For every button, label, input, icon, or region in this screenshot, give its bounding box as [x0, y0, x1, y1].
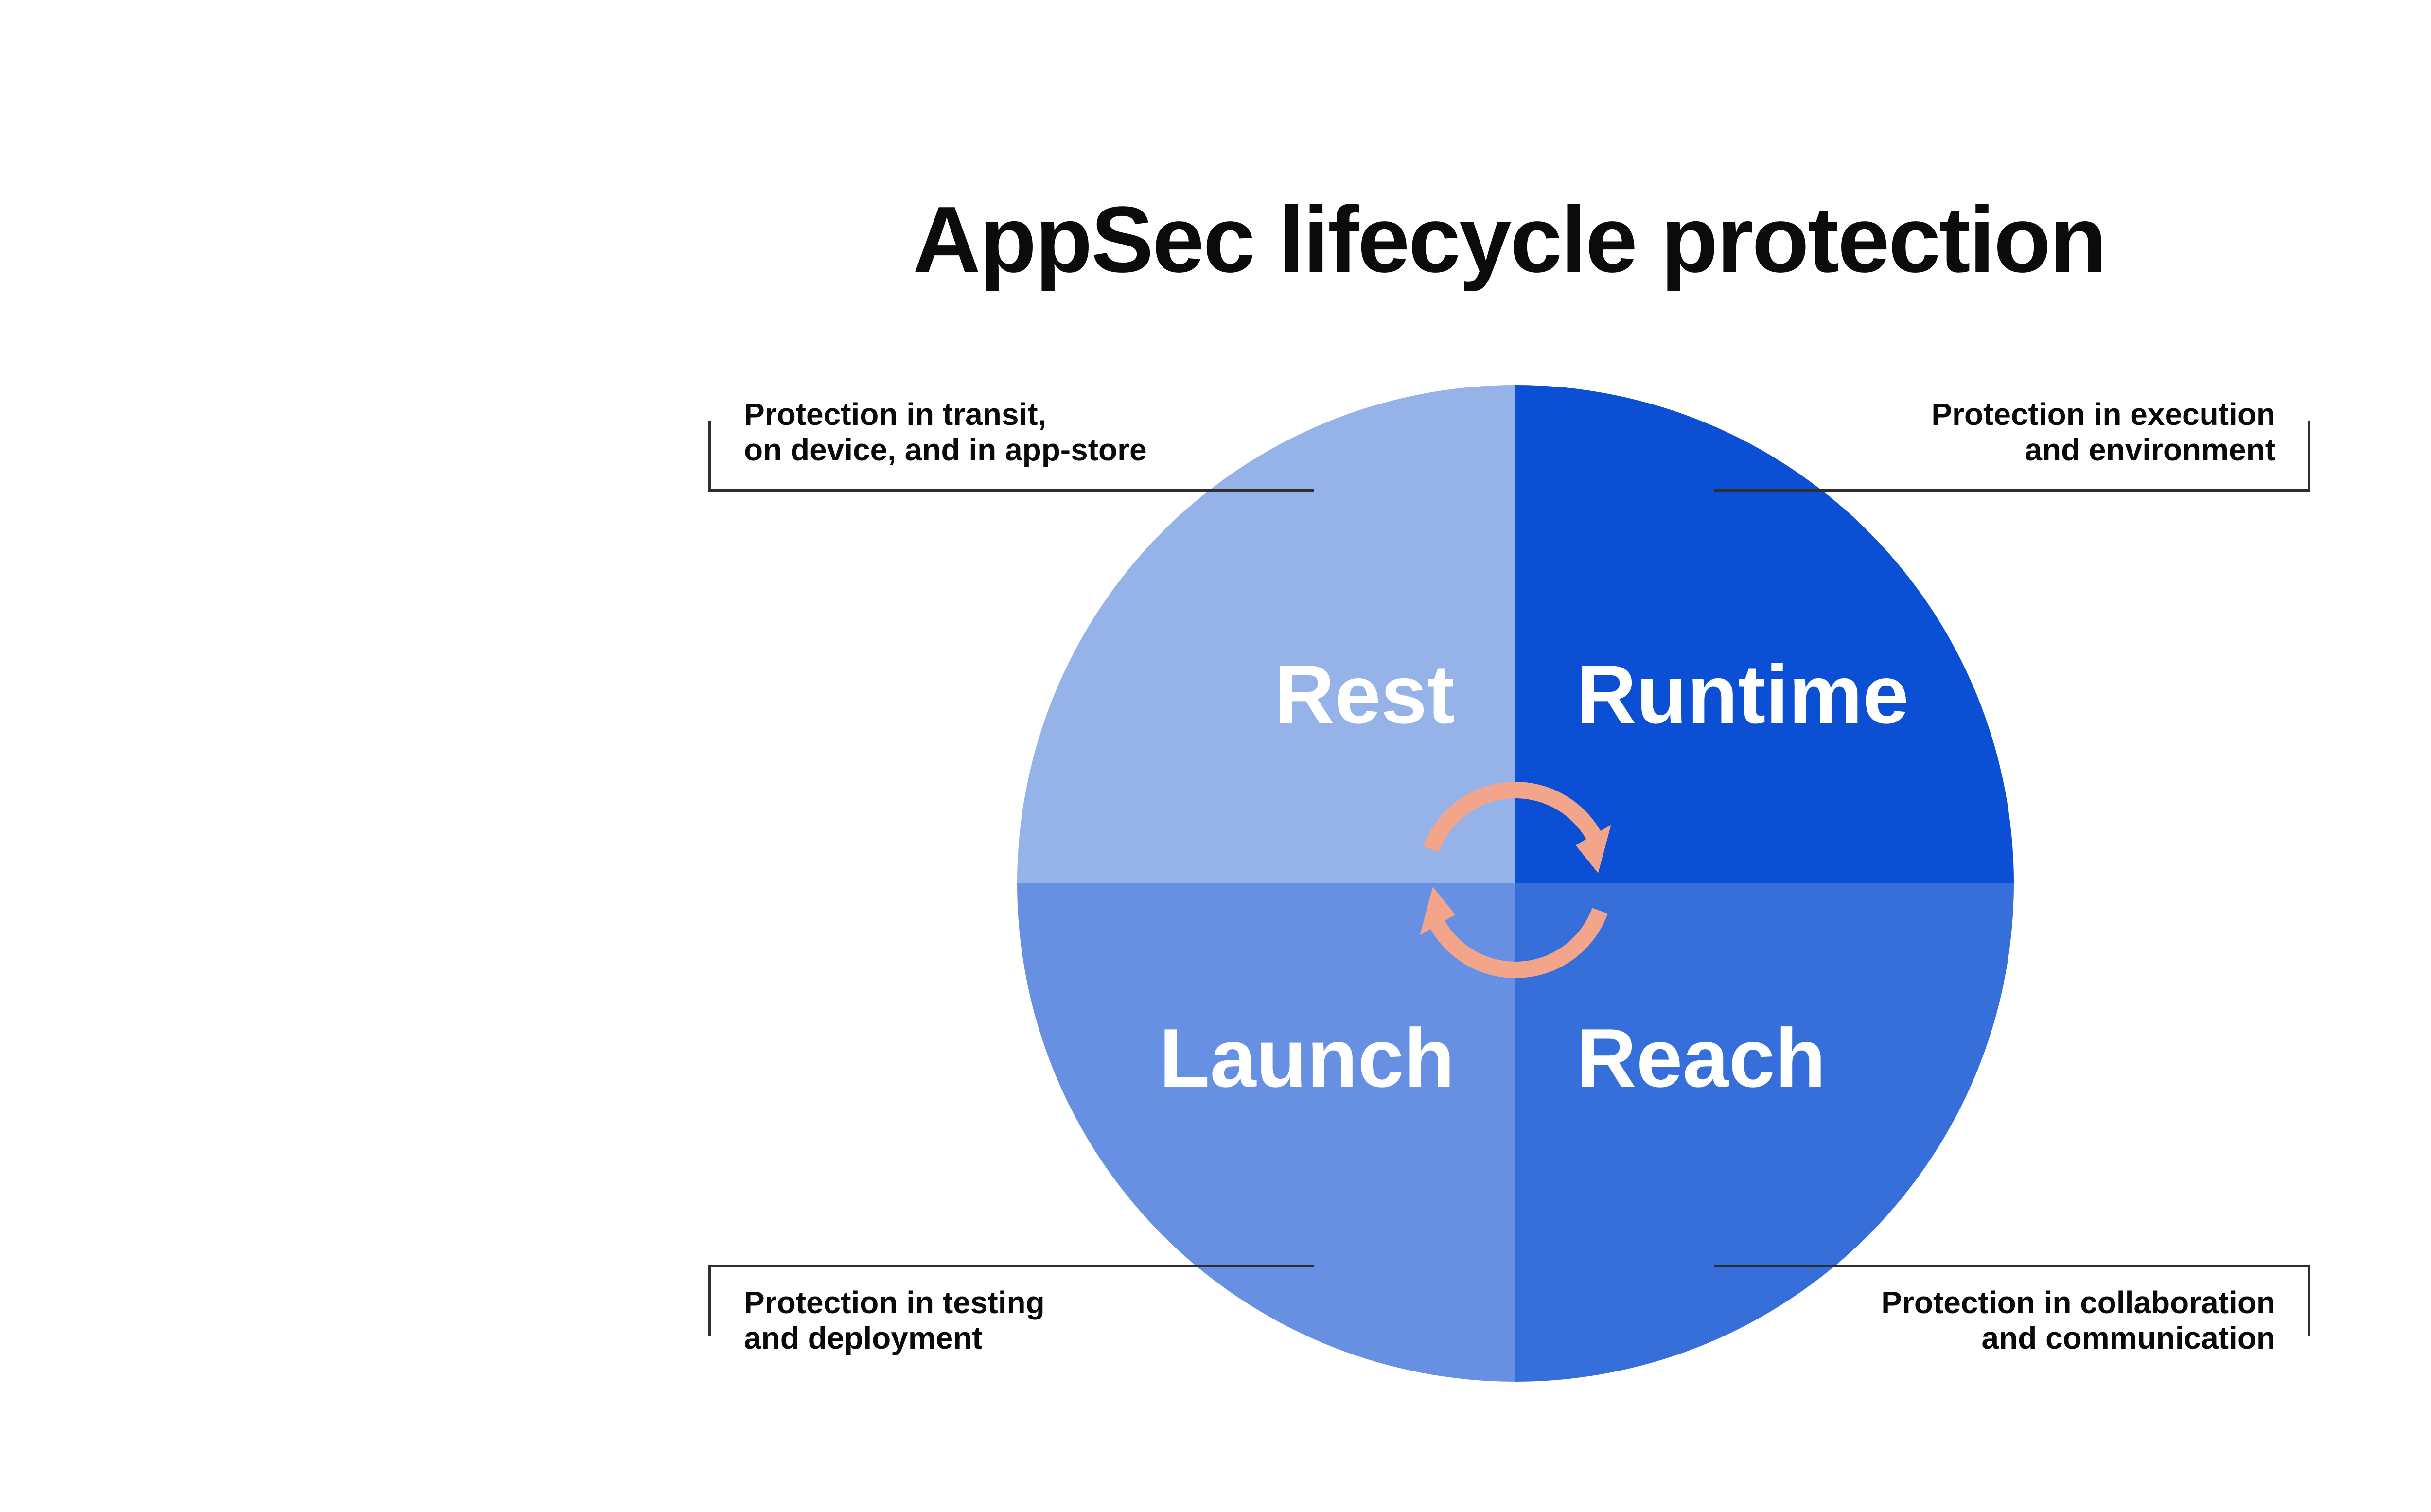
cycle-arrow-top-head	[1575, 825, 1611, 873]
callout-line-vertical-top-right	[2308, 421, 2310, 492]
cycle-arrow-bottom-head	[1420, 887, 1456, 935]
quadrant-label-rest: Rest	[1274, 648, 1455, 741]
callout-line-horizontal-bottom-left	[708, 1265, 1314, 1267]
callout-line-horizontal-top-right	[1714, 489, 2310, 492]
cycle-arrow-top-arc	[1423, 782, 1601, 852]
quadrant-label-reach: Reach	[1576, 1012, 1826, 1105]
callout-line-vertical-top-left	[708, 421, 711, 492]
quadrant-label-runtime: Runtime	[1576, 648, 1909, 741]
callout-line-vertical-bottom-left	[708, 1265, 711, 1336]
callout-text-bottom-left: Protection in testing and deployment	[744, 1285, 1045, 1355]
cycle-arrow-bottom-arc	[1430, 908, 1608, 978]
callout-text-bottom-right: Protection in collaboration and communic…	[1881, 1285, 2275, 1355]
callout-text-top-right: Protection in execution and environment	[1931, 397, 2275, 467]
quadrant-label-launch: Launch	[1159, 1012, 1455, 1105]
callout-line-horizontal-top-left	[708, 489, 1314, 492]
cycle-arrows-icon	[1420, 782, 1611, 978]
callout-line-horizontal-bottom-right	[1714, 1265, 2310, 1267]
callout-line-vertical-bottom-right	[2308, 1265, 2310, 1336]
page-title: AppSec lifecycle protection	[913, 187, 2107, 292]
callout-text-top-left: Protection in transit, on device, and in…	[744, 397, 1147, 467]
